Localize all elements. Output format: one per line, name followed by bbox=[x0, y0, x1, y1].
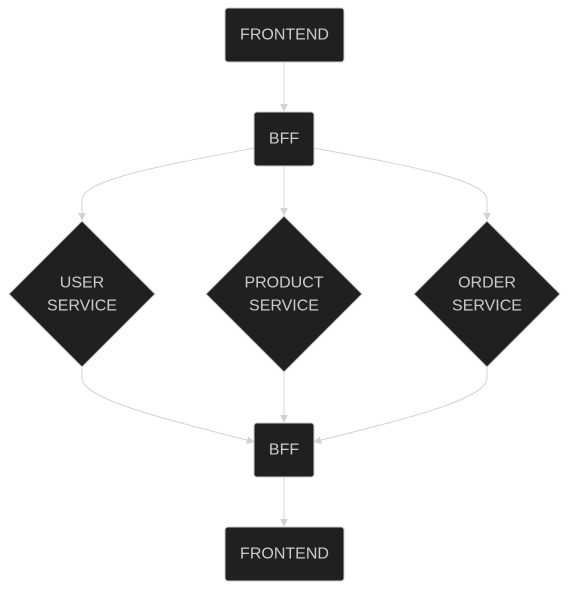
node-user-service[interactable]: USER SERVICE bbox=[8, 220, 156, 368]
edge-order-service-to-bff bbox=[313, 368, 488, 445]
node-product-service-label-line2: SERVICE bbox=[249, 298, 319, 315]
node-bff-bottom-label: BFF bbox=[269, 442, 299, 459]
edges bbox=[78, 62, 491, 527]
node-frontend-bottom-label: FRONTEND bbox=[240, 546, 329, 563]
node-bff-bottom[interactable]: BFF bbox=[253, 422, 315, 478]
node-frontend-top-label: FRONTEND bbox=[240, 27, 329, 44]
node-frontend-bottom[interactable]: FRONTEND bbox=[224, 526, 345, 582]
edge-user-service-to-bff bbox=[81, 368, 255, 445]
edge-bff-to-user-service bbox=[78, 147, 255, 221]
edge-bff-to-order-service bbox=[313, 147, 491, 221]
node-frontend-top[interactable]: FRONTEND bbox=[224, 7, 345, 63]
node-bff-top[interactable]: BFF bbox=[253, 111, 315, 167]
node-order-service[interactable]: ORDER SERVICE bbox=[413, 220, 561, 368]
node-order-service-label-line1: ORDER bbox=[458, 275, 516, 292]
node-user-service-label-line1: USER bbox=[60, 275, 104, 292]
node-product-service-label-line1: PRODUCT bbox=[244, 275, 323, 292]
node-order-service-label-line2: SERVICE bbox=[452, 298, 522, 315]
node-product-service[interactable]: PRODUCT SERVICE bbox=[205, 215, 363, 373]
node-bff-top-label: BFF bbox=[269, 131, 299, 148]
node-user-service-label-line2: SERVICE bbox=[47, 298, 117, 315]
